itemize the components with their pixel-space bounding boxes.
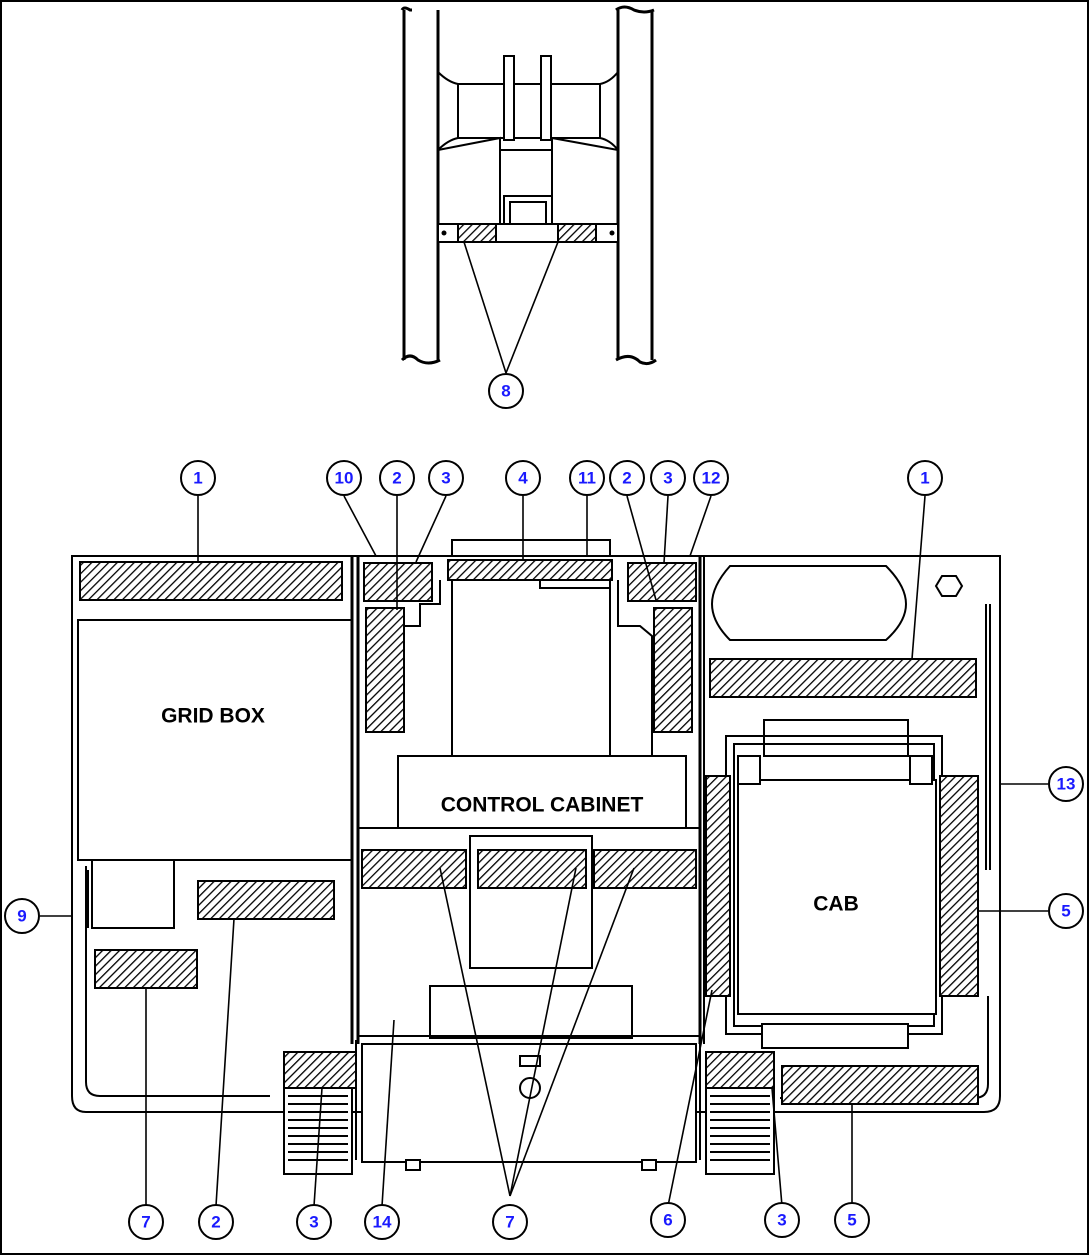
- callout-12: 12: [693, 460, 729, 496]
- svg-text:8: 8: [501, 382, 510, 401]
- svg-text:1: 1: [193, 469, 202, 488]
- callout-13: 13: [1048, 766, 1084, 802]
- svg-text:3: 3: [309, 1213, 318, 1232]
- svg-text:7: 7: [141, 1213, 150, 1232]
- svg-text:12: 12: [702, 469, 721, 488]
- svg-text:3: 3: [777, 1211, 786, 1230]
- callout-3-top-right: 3: [650, 460, 686, 496]
- control-cabinet: [397, 755, 687, 829]
- svg-text:6: 6: [663, 1211, 672, 1230]
- leader-lines: [40, 241, 1048, 1207]
- callout-4: 4: [505, 460, 541, 496]
- callout-11: 11: [569, 460, 605, 496]
- callout-3-bottom-left: 3: [296, 1204, 332, 1240]
- grid-box-label: GRID BOX: [161, 705, 265, 728]
- svg-text:11: 11: [578, 469, 596, 488]
- svg-text:4: 4: [518, 469, 528, 488]
- svg-text:5: 5: [1061, 902, 1070, 921]
- callout-14: 14: [364, 1204, 400, 1240]
- callout-7-left: 7: [128, 1204, 164, 1240]
- callout-3-top-left: 3: [428, 460, 464, 496]
- callout-7-center: 7: [492, 1204, 528, 1240]
- callout-1-right: 1: [907, 460, 943, 496]
- callout-2-top-left: 2: [379, 460, 415, 496]
- callout-1-left: 1: [180, 460, 216, 496]
- rear-detail-view: [400, 5, 657, 366]
- svg-text:5: 5: [847, 1211, 856, 1230]
- svg-text:3: 3: [663, 469, 672, 488]
- svg-text:7: 7: [505, 1213, 514, 1232]
- callout-3-bottom-right: 3: [764, 1202, 800, 1238]
- callout-9: 9: [4, 898, 40, 934]
- svg-text:10: 10: [335, 469, 354, 488]
- callouts: 8 1 10 2 3 4 11 2 3 12 1 13 9 5 7 2 3 14…: [4, 373, 1084, 1240]
- callout-2-bottom: 2: [198, 1204, 234, 1240]
- callout-2-top-right: 2: [609, 460, 645, 496]
- deck-plan-view: GRID BOX CONTROL CABINET: [71, 539, 1001, 1175]
- callout-5-right: 5: [1048, 893, 1084, 929]
- cab-label: CAB: [813, 893, 859, 916]
- control-cabinet-label: CONTROL CABINET: [441, 794, 644, 817]
- svg-text:2: 2: [211, 1213, 220, 1232]
- cab: [737, 779, 937, 1015]
- svg-text:9: 9: [17, 907, 26, 926]
- svg-text:14: 14: [373, 1213, 392, 1232]
- svg-text:2: 2: [622, 469, 631, 488]
- callout-5-bottom: 5: [834, 1202, 870, 1238]
- svg-text:13: 13: [1057, 775, 1076, 794]
- svg-text:1: 1: [920, 469, 929, 488]
- heater-strip-1-left: [79, 561, 343, 601]
- grid-box: [77, 619, 353, 861]
- svg-text:3: 3: [441, 469, 450, 488]
- callout-8: 8: [488, 373, 524, 409]
- callout-10: 10: [326, 460, 362, 496]
- svg-text:2: 2: [392, 469, 401, 488]
- callout-6: 6: [650, 1202, 686, 1238]
